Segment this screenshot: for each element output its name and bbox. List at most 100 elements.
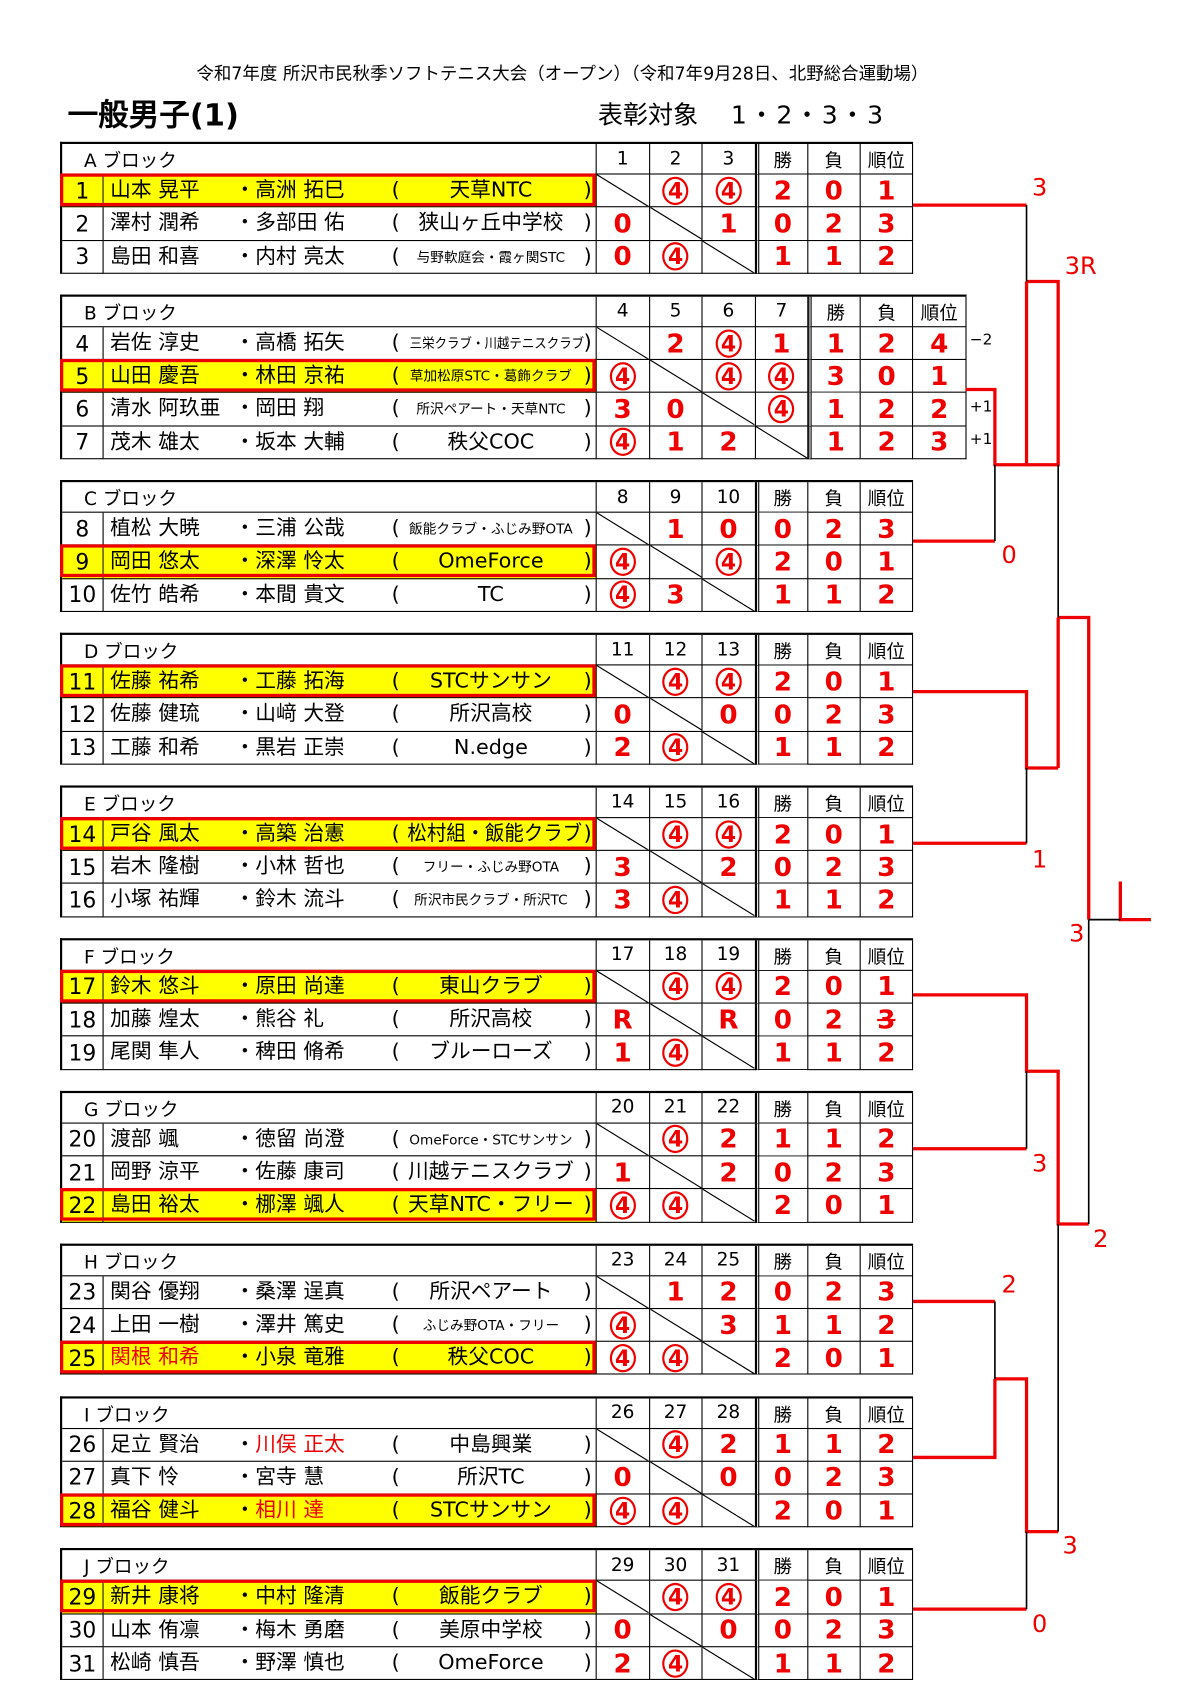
opponent-column-header: 8: [596, 482, 650, 513]
paren-open: (: [391, 1192, 400, 1217]
club-name-slot: 所沢市民クラブ・所沢TC: [401, 884, 580, 916]
score-cell: 4: [596, 578, 650, 612]
player-2-name: 原田 尚達: [255, 973, 345, 998]
separator-dot: ・: [234, 1159, 256, 1184]
pair-names: 清水 阿玖亜・岡田 翔(所沢ペアート・天草NTC): [103, 393, 597, 427]
opponent-column-header: 17: [596, 940, 650, 971]
club-name-slot: OmeForce・STCサンサン: [401, 1123, 580, 1155]
separator-dot: ・: [234, 1312, 256, 1337]
paren-close: ): [583, 1497, 592, 1522]
club-name: 天草NTC: [449, 177, 533, 202]
paren-close: ): [583, 516, 592, 541]
opponent-column-header: 9: [649, 482, 703, 513]
rank-value: 1: [860, 1342, 914, 1376]
score-value: 1: [666, 427, 685, 458]
bracket-score: 2: [1001, 1271, 1017, 1300]
score-value: 3: [613, 851, 632, 883]
player-2-name: 三浦 公哉: [255, 516, 345, 541]
opponent-column-header: 25: [702, 1245, 756, 1276]
club-name: ブルーローズ: [429, 1040, 553, 1065]
score-value: 0: [719, 1614, 738, 1646]
player-1-slot: 山本 晃平: [110, 175, 200, 207]
circled-score: 4: [662, 733, 689, 762]
pair-number: 5: [62, 360, 104, 394]
player-1-slot: 植松 大暁: [110, 513, 200, 545]
player-2: ・澤井 篤史: [235, 1309, 345, 1341]
score-value: 2: [719, 427, 738, 458]
self-match-cell: [702, 1189, 756, 1223]
score-cell: 4: [702, 327, 756, 361]
circled-score: 4: [662, 1038, 689, 1067]
losses-header: 負: [808, 634, 861, 666]
pair-names: 山本 晃平・高洲 拓巳(天草NTC): [103, 174, 597, 208]
player-2-name: 高橋 拓矢: [255, 330, 345, 355]
score-value: 2: [719, 1157, 738, 1188]
player-1-slot: 工藤 和希: [110, 732, 200, 764]
paren-close: ): [583, 821, 592, 846]
losses-header: 負: [808, 1245, 861, 1276]
pair-number: 26: [62, 1428, 104, 1462]
club-name: 与野軟庭会・霞ヶ関STC: [416, 248, 566, 265]
wins-header: 勝: [808, 296, 861, 328]
bracket-line: [965, 281, 1029, 467]
pair-names: 小塚 祐輝・鈴木 流斗(所沢市民クラブ・所沢TC): [103, 884, 597, 918]
player-1: 関谷 優翔: [110, 1279, 200, 1304]
wins-value: 0: [755, 512, 809, 546]
self-match-cell: [702, 578, 756, 612]
block-name: G ブロック: [62, 1092, 597, 1124]
player-2-name: 林田 京祐: [255, 363, 345, 388]
rank-value: 3: [860, 851, 914, 885]
player-2-name: 山﨑 大登: [255, 701, 345, 726]
opponent-column-header: 10: [702, 482, 756, 513]
pair-number: 30: [62, 1614, 104, 1648]
losses-value: 2: [808, 1275, 861, 1309]
pair-names: 佐藤 健琉・山﨑 大登(所沢高校): [103, 698, 597, 732]
player-2: ・宮寺 慧: [235, 1462, 325, 1494]
wins-value: 2: [755, 545, 809, 579]
rank-value: 3: [860, 1461, 914, 1495]
circled-score: 4: [715, 547, 742, 577]
circled-score: 4: [662, 1430, 689, 1459]
separator-dot: ・: [234, 1497, 256, 1522]
wins-value: 2: [755, 1342, 809, 1376]
separator-dot: ・: [234, 1464, 256, 1489]
pair-names: 工藤 和希・黒岩 正崇(N.edge): [103, 731, 597, 765]
bracket-line: [913, 689, 1059, 770]
player-1: 佐竹 皓希: [110, 582, 200, 607]
club-name: STCサンサン: [429, 1497, 552, 1522]
diagonal-slash-icon: [702, 1342, 755, 1374]
pair-number: 16: [62, 884, 104, 918]
player-1-slot: 澤村 潤希: [110, 208, 200, 240]
self-match-cell: [596, 1123, 650, 1157]
player-1: 真下 怜: [110, 1464, 179, 1489]
diagonal-slash-icon: [649, 1003, 702, 1036]
circled-score: 4: [609, 1343, 636, 1373]
diagonal-slash-icon: [596, 174, 649, 207]
club-name: 三栄クラブ・川越テニスクラブ: [409, 334, 585, 352]
paren-close: ): [583, 1192, 592, 1217]
player-2: ・本間 貴文: [235, 579, 345, 611]
score-cell: 2: [702, 1123, 756, 1157]
wins-header: 勝: [755, 482, 809, 513]
pair-names: 関谷 優翔・桑澤 逞真(所沢ペアート): [103, 1275, 597, 1309]
score-cell: 3: [702, 1308, 756, 1343]
bracket-score: 1: [1031, 846, 1048, 874]
wins-header: 勝: [755, 787, 809, 819]
score-value: 0: [719, 699, 738, 730]
club-name: OmeForce: [438, 549, 544, 574]
score-cell: 2: [596, 1647, 650, 1681]
rank-header: 順位: [860, 634, 914, 666]
club-name: 天草NTC・フリー: [407, 1192, 574, 1217]
player-2-name: 宮寺 慧: [255, 1464, 325, 1489]
wins-value: 2: [755, 970, 809, 1004]
player-1-slot: 山田 慶吾: [110, 360, 200, 392]
score-cell: 2: [702, 1156, 756, 1190]
score-value: 0: [719, 1462, 738, 1493]
player-1: 工藤 和希: [110, 734, 200, 759]
losses-value: 0: [808, 665, 861, 699]
circled-score: 4: [662, 1125, 689, 1154]
